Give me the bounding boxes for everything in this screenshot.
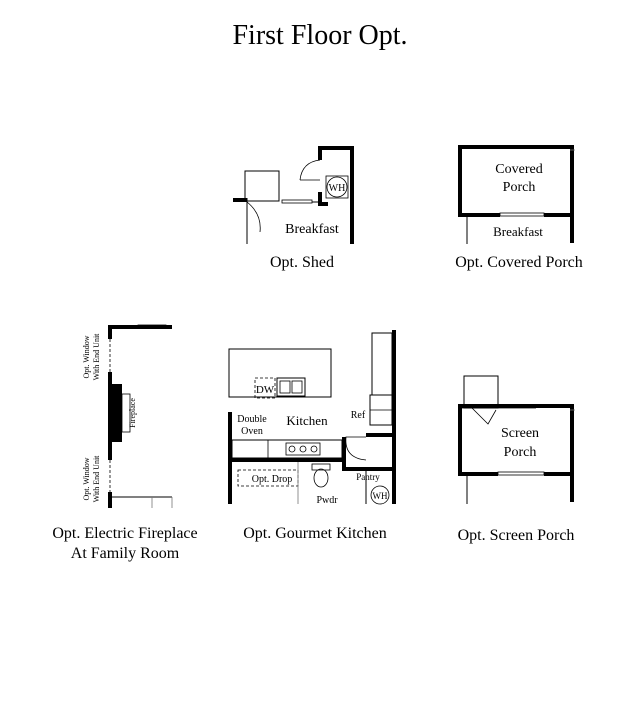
gourmet-kitchen-caption: Opt. Gourmet Kitchen: [243, 525, 387, 542]
kitchen-opt-drop-label: Opt. Drop: [252, 474, 293, 485]
opt-shed-plan: WH Breakfast Opt. Shed: [233, 146, 354, 271]
kitchen-double-oven-1: Double: [237, 414, 267, 425]
covered-porch-breakfast-label: Breakfast: [493, 224, 543, 239]
fireplace-window-top-2: With End Unit: [92, 333, 101, 381]
opt-fireplace-plan: Opt. Window With End Unit Fireplace Opt.…: [52, 324, 198, 562]
kitchen-pantry-label: Pantry: [356, 472, 380, 482]
covered-porch-label-2: Porch: [503, 180, 536, 195]
kitchen-wh-label: WH: [373, 491, 388, 501]
fireplace-caption-1: Opt. Electric Fireplace: [52, 525, 197, 542]
shed-caption: Opt. Shed: [270, 254, 334, 271]
opt-screen-porch-plan: Screen Porch Opt. Screen Porch: [458, 375, 575, 544]
screen-porch-label-1: Screen: [501, 426, 539, 441]
opt-gourmet-kitchen-plan: DW Ref Pantry Double Oven Kitchen Opt. D…: [228, 330, 396, 542]
kitchen-label: Kitchen: [286, 413, 328, 428]
fireplace-window-bottom-2: With End Unit: [92, 455, 101, 503]
covered-porch-label-1: Covered: [495, 162, 542, 177]
kitchen-dw-label: DW: [256, 384, 275, 396]
opt-covered-porch-plan: Covered Porch Breakfast Opt. Covered Por…: [455, 145, 583, 271]
fireplace-label: Fireplace: [128, 398, 137, 428]
kitchen-pwdr-label: Pwdr: [316, 495, 338, 506]
shed-wh-label: WH: [329, 183, 346, 194]
shed-room-label: Breakfast: [285, 222, 339, 237]
fireplace-window-top-1: Opt. Window: [82, 335, 91, 378]
fireplace-window-bottom-1: Opt. Window: [82, 457, 91, 500]
screen-porch-label-2: Porch: [504, 445, 537, 460]
kitchen-ref-label: Ref: [351, 410, 366, 421]
page-title: First Floor Opt.: [232, 20, 407, 51]
kitchen-double-oven-2: Oven: [241, 426, 263, 437]
covered-porch-caption: Opt. Covered Porch: [455, 254, 583, 271]
screen-porch-caption: Opt. Screen Porch: [458, 527, 575, 544]
fireplace-caption-2: At Family Room: [71, 545, 180, 562]
